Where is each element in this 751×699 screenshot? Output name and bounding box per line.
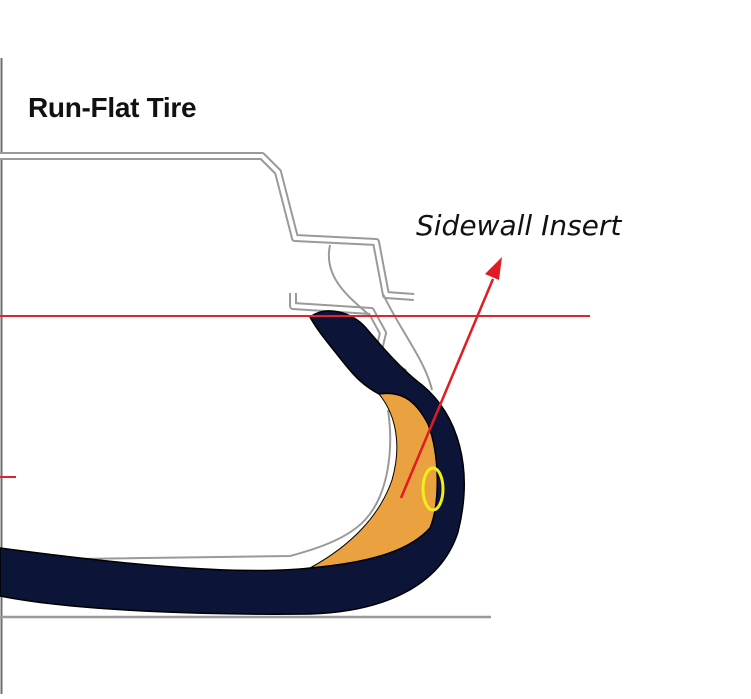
arrow-head xyxy=(485,257,502,280)
sidewall-insert-label: Sidewall Insert xyxy=(416,209,622,242)
tire-body xyxy=(0,310,465,615)
rim-outline-inner xyxy=(0,154,415,299)
inflated-tire-outline xyxy=(0,244,433,561)
callout-arrow xyxy=(399,257,502,499)
diagram-title: Run-Flat Tire xyxy=(28,92,197,123)
highlight-ellipse xyxy=(421,466,445,512)
rim-outline-outer xyxy=(0,152,415,301)
